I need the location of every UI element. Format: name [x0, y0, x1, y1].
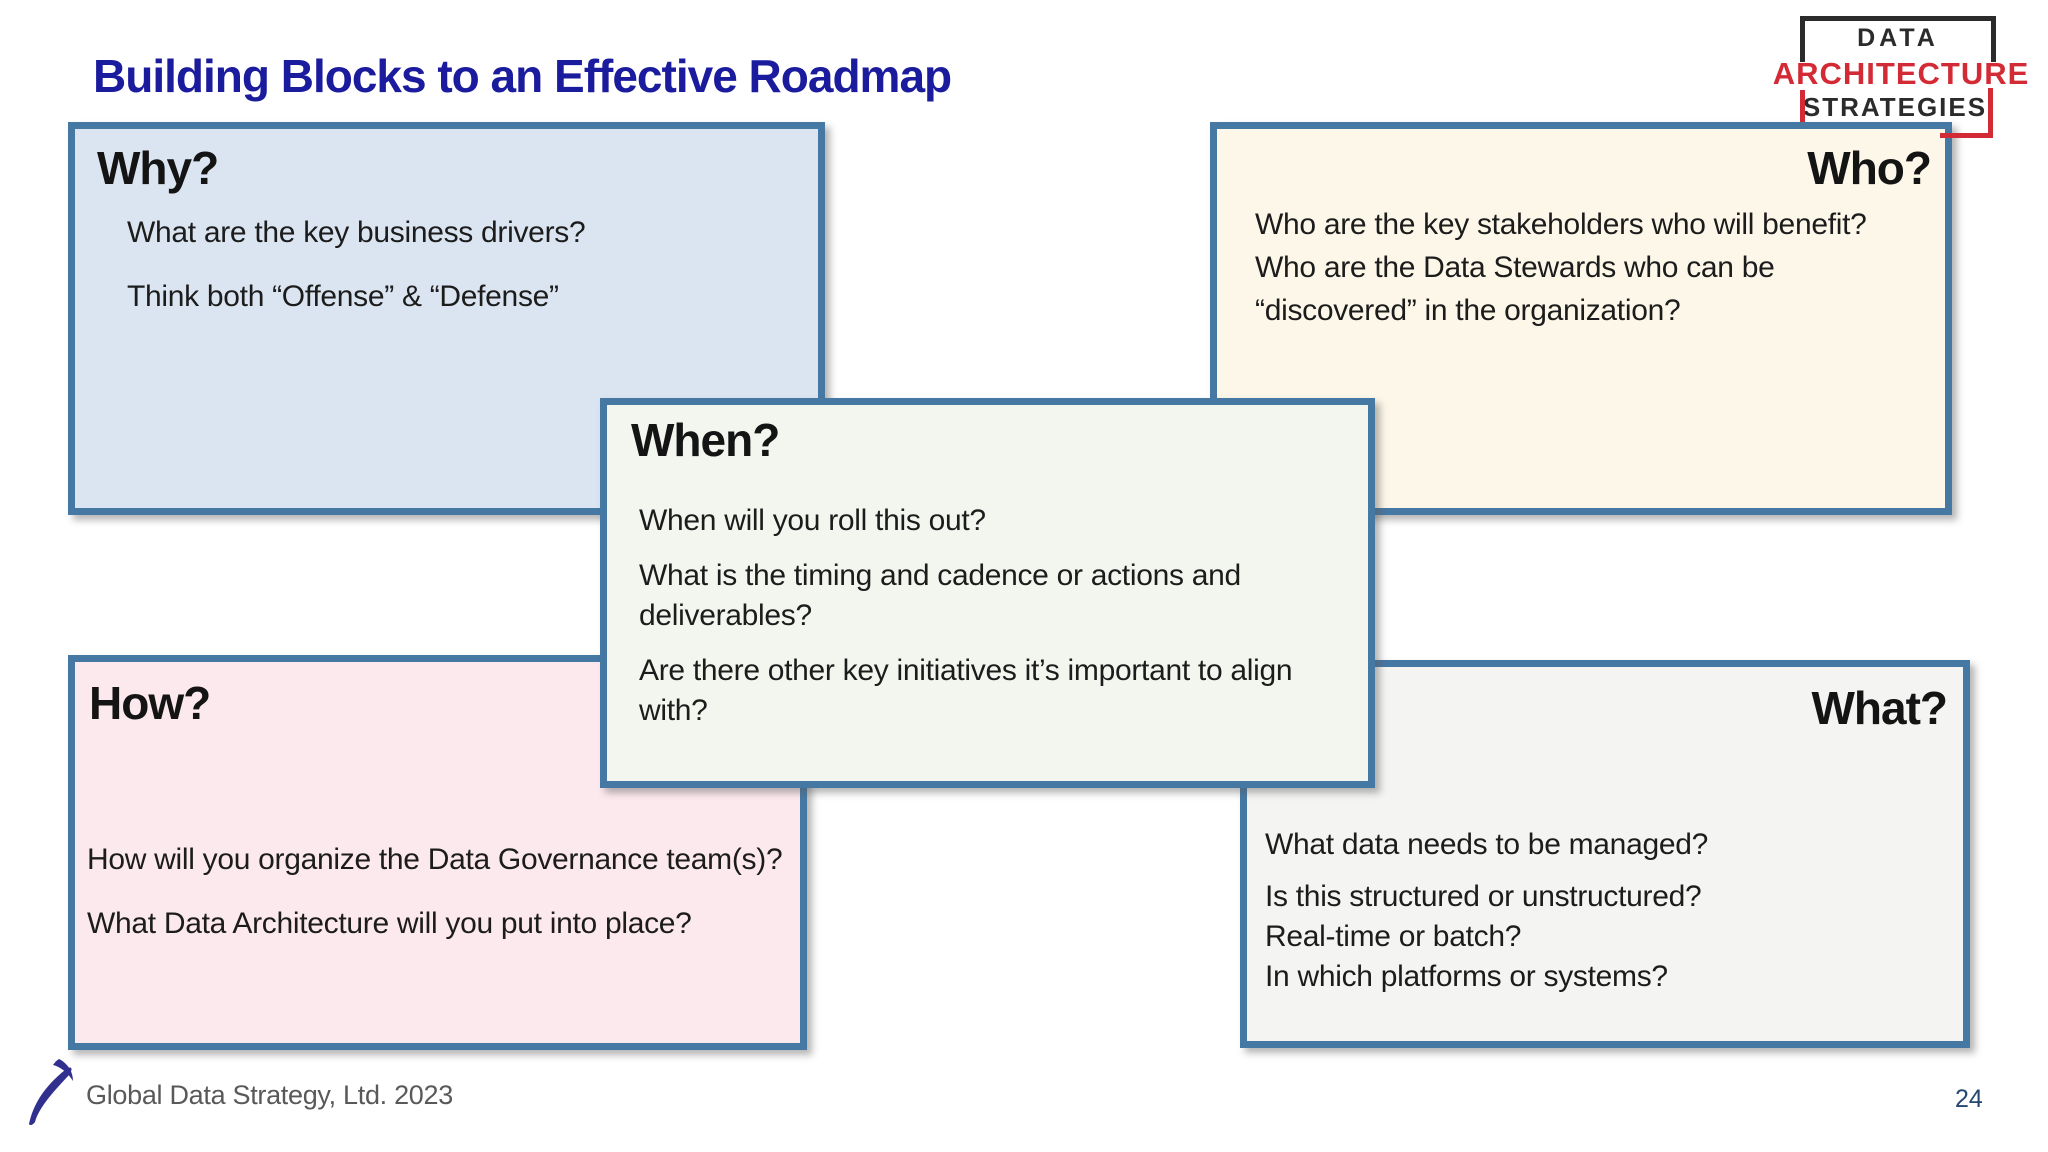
- body-paragraph: Who are the key stakeholders who will be…: [1255, 203, 1867, 246]
- when-box-body: When will you roll this out? What is the …: [639, 501, 1293, 746]
- how-box: How? How will you organize the Data Gove…: [68, 655, 807, 1050]
- why-box-body: What are the key business drivers? Think …: [127, 207, 586, 335]
- body-paragraph: When will you roll this out?: [639, 501, 1292, 541]
- who-box-body: Who are the key stakeholders who will be…: [1255, 203, 1867, 332]
- what-box-title: What?: [1811, 682, 1948, 734]
- data-architecture-strategies-logo: DATA ARCHITECTURE STRATEGIES: [1770, 10, 2032, 140]
- global-data-strategy-swoosh-icon: [29, 1059, 73, 1126]
- body-paragraph: Is this structured or unstructured? Real-…: [1265, 877, 1708, 997]
- what-box-body: What data needs to be managed? Is this st…: [1265, 825, 1708, 1009]
- when-box-title: When?: [631, 414, 780, 466]
- body-line: What are the key business drivers?: [127, 216, 586, 249]
- why-box: Why? What are the key business drivers? T…: [68, 122, 825, 515]
- body-paragraph: Who are the Data Stewards who can be “dis…: [1255, 246, 1867, 332]
- how-box-body: How will you organize the Data Governanc…: [87, 834, 783, 962]
- body-line: Who are the Data Stewards who can be: [1255, 251, 1775, 284]
- who-box-title: Who?: [1807, 142, 1932, 194]
- body-line: How will you organize the Data Governanc…: [87, 843, 783, 876]
- body-paragraph: Are there other key initiatives it’s imp…: [639, 651, 1293, 731]
- how-box-title: How?: [89, 677, 211, 729]
- body-paragraph: What Data Architecture will you put into…: [87, 898, 782, 950]
- body-paragraph: What are the key business drivers?: [127, 207, 586, 259]
- body-line: deliverables?: [639, 599, 812, 632]
- logo-word-architecture: ARCHITECTURE: [1772, 56, 2030, 91]
- logo-red-bar: [1800, 90, 1805, 122]
- footer-company-text: Global Data Strategy, Ltd. 2023: [86, 1080, 453, 1110]
- body-line: Think both “Offense” & “Defense”: [127, 280, 559, 313]
- logo-word-data: DATA: [1857, 24, 1939, 52]
- body-line: “discovered” in the organization?: [1255, 294, 1681, 327]
- why-box-title: Why?: [97, 142, 219, 194]
- body-line: When will you roll this out?: [639, 504, 986, 537]
- page-number: 24: [1955, 1085, 1983, 1113]
- body-line: Who are the key stakeholders who will be…: [1255, 208, 1867, 241]
- body-line: Are there other key initiatives it’s imp…: [639, 654, 1293, 687]
- body-paragraph: What is the timing and cadence or action…: [639, 556, 1292, 636]
- logo-black-bracket: [1800, 16, 1996, 62]
- body-line: Real-time or batch?: [1265, 920, 1522, 953]
- body-paragraph: What data needs to be managed?: [1265, 825, 1708, 865]
- body-line: with?: [639, 694, 708, 727]
- body-paragraph: Think both “Offense” & “Defense”: [127, 271, 585, 323]
- body-line: What is the timing and cadence or action…: [639, 559, 1241, 592]
- body-paragraph: How will you organize the Data Governanc…: [87, 834, 783, 886]
- slide-title: Building Blocks to an Effective Roadmap: [93, 49, 952, 102]
- body-line: In which platforms or systems?: [1265, 960, 1668, 993]
- body-line: What Data Architecture will you put into…: [87, 907, 692, 940]
- body-line: What data needs to be managed?: [1265, 828, 1708, 861]
- body-line: Is this structured or unstructured?: [1265, 880, 1702, 913]
- logo-word-strategies: STRATEGIES: [1802, 92, 1988, 122]
- logo-red-bracket: [1940, 88, 1993, 138]
- when-box: When? When will you roll this out? What i…: [600, 398, 1375, 788]
